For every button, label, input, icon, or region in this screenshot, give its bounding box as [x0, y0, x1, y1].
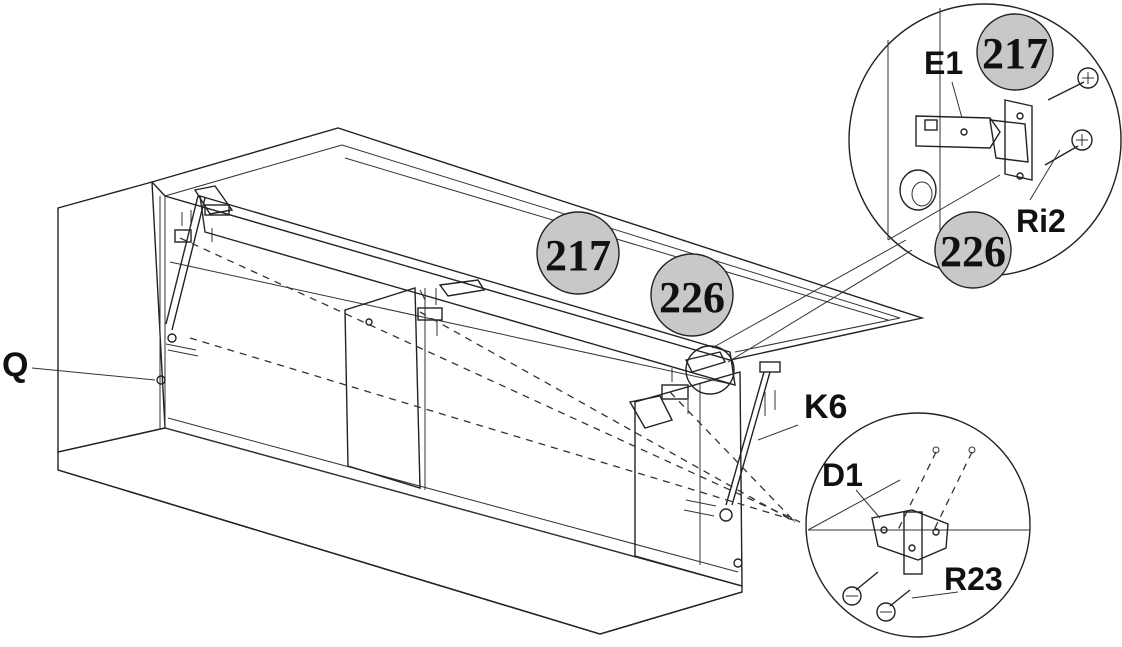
left-side-panel — [57, 181, 166, 453]
detail-inset-hinge: 217 226 E1 Ri2 — [848, 3, 1122, 289]
middle-partition — [344, 287, 421, 489]
bottom-panel — [57, 427, 743, 635]
leader-detail-top-1 — [711, 239, 907, 349]
middle-hinge-assembly — [365, 279, 486, 336]
right-side-panel — [634, 371, 743, 587]
leader-q — [31, 367, 156, 381]
badge-217-main: 217 — [536, 211, 620, 295]
hole-right — [733, 558, 743, 568]
badge-226-main-text: 226 — [659, 273, 725, 322]
label-r23: R23 — [944, 561, 1003, 597]
screw-bottom-icon — [1044, 129, 1093, 166]
cam-screw-right-icon — [876, 589, 911, 622]
label-d1: D1 — [822, 457, 863, 493]
cam-screw-left-icon — [842, 571, 879, 606]
screw-top-icon — [1047, 67, 1099, 101]
label-k6: K6 — [804, 388, 847, 426]
right-hinge-assembly — [628, 345, 781, 522]
badge-226-inset-text: 226 — [940, 227, 1006, 276]
badge-217-main-text: 217 — [545, 231, 611, 280]
detail-inset-connector: D1 R23 — [805, 412, 1031, 638]
label-e1: E1 — [924, 45, 963, 81]
label-ri2: Ri2 — [1016, 203, 1066, 239]
badge-226-main: 226 — [650, 253, 734, 337]
detail-circle-small — [685, 345, 735, 395]
cabinet-body — [57, 127, 925, 635]
leader-detail-top-2 — [727, 249, 913, 363]
hole-q — [156, 375, 166, 385]
badge-217-inset-text: 217 — [982, 29, 1048, 78]
top-panel — [150, 127, 925, 361]
left-hinge-assembly — [165, 185, 234, 357]
label-q: Q — [2, 346, 28, 384]
dashed-guides — [179, 237, 801, 523]
leader-k6 — [757, 424, 799, 441]
